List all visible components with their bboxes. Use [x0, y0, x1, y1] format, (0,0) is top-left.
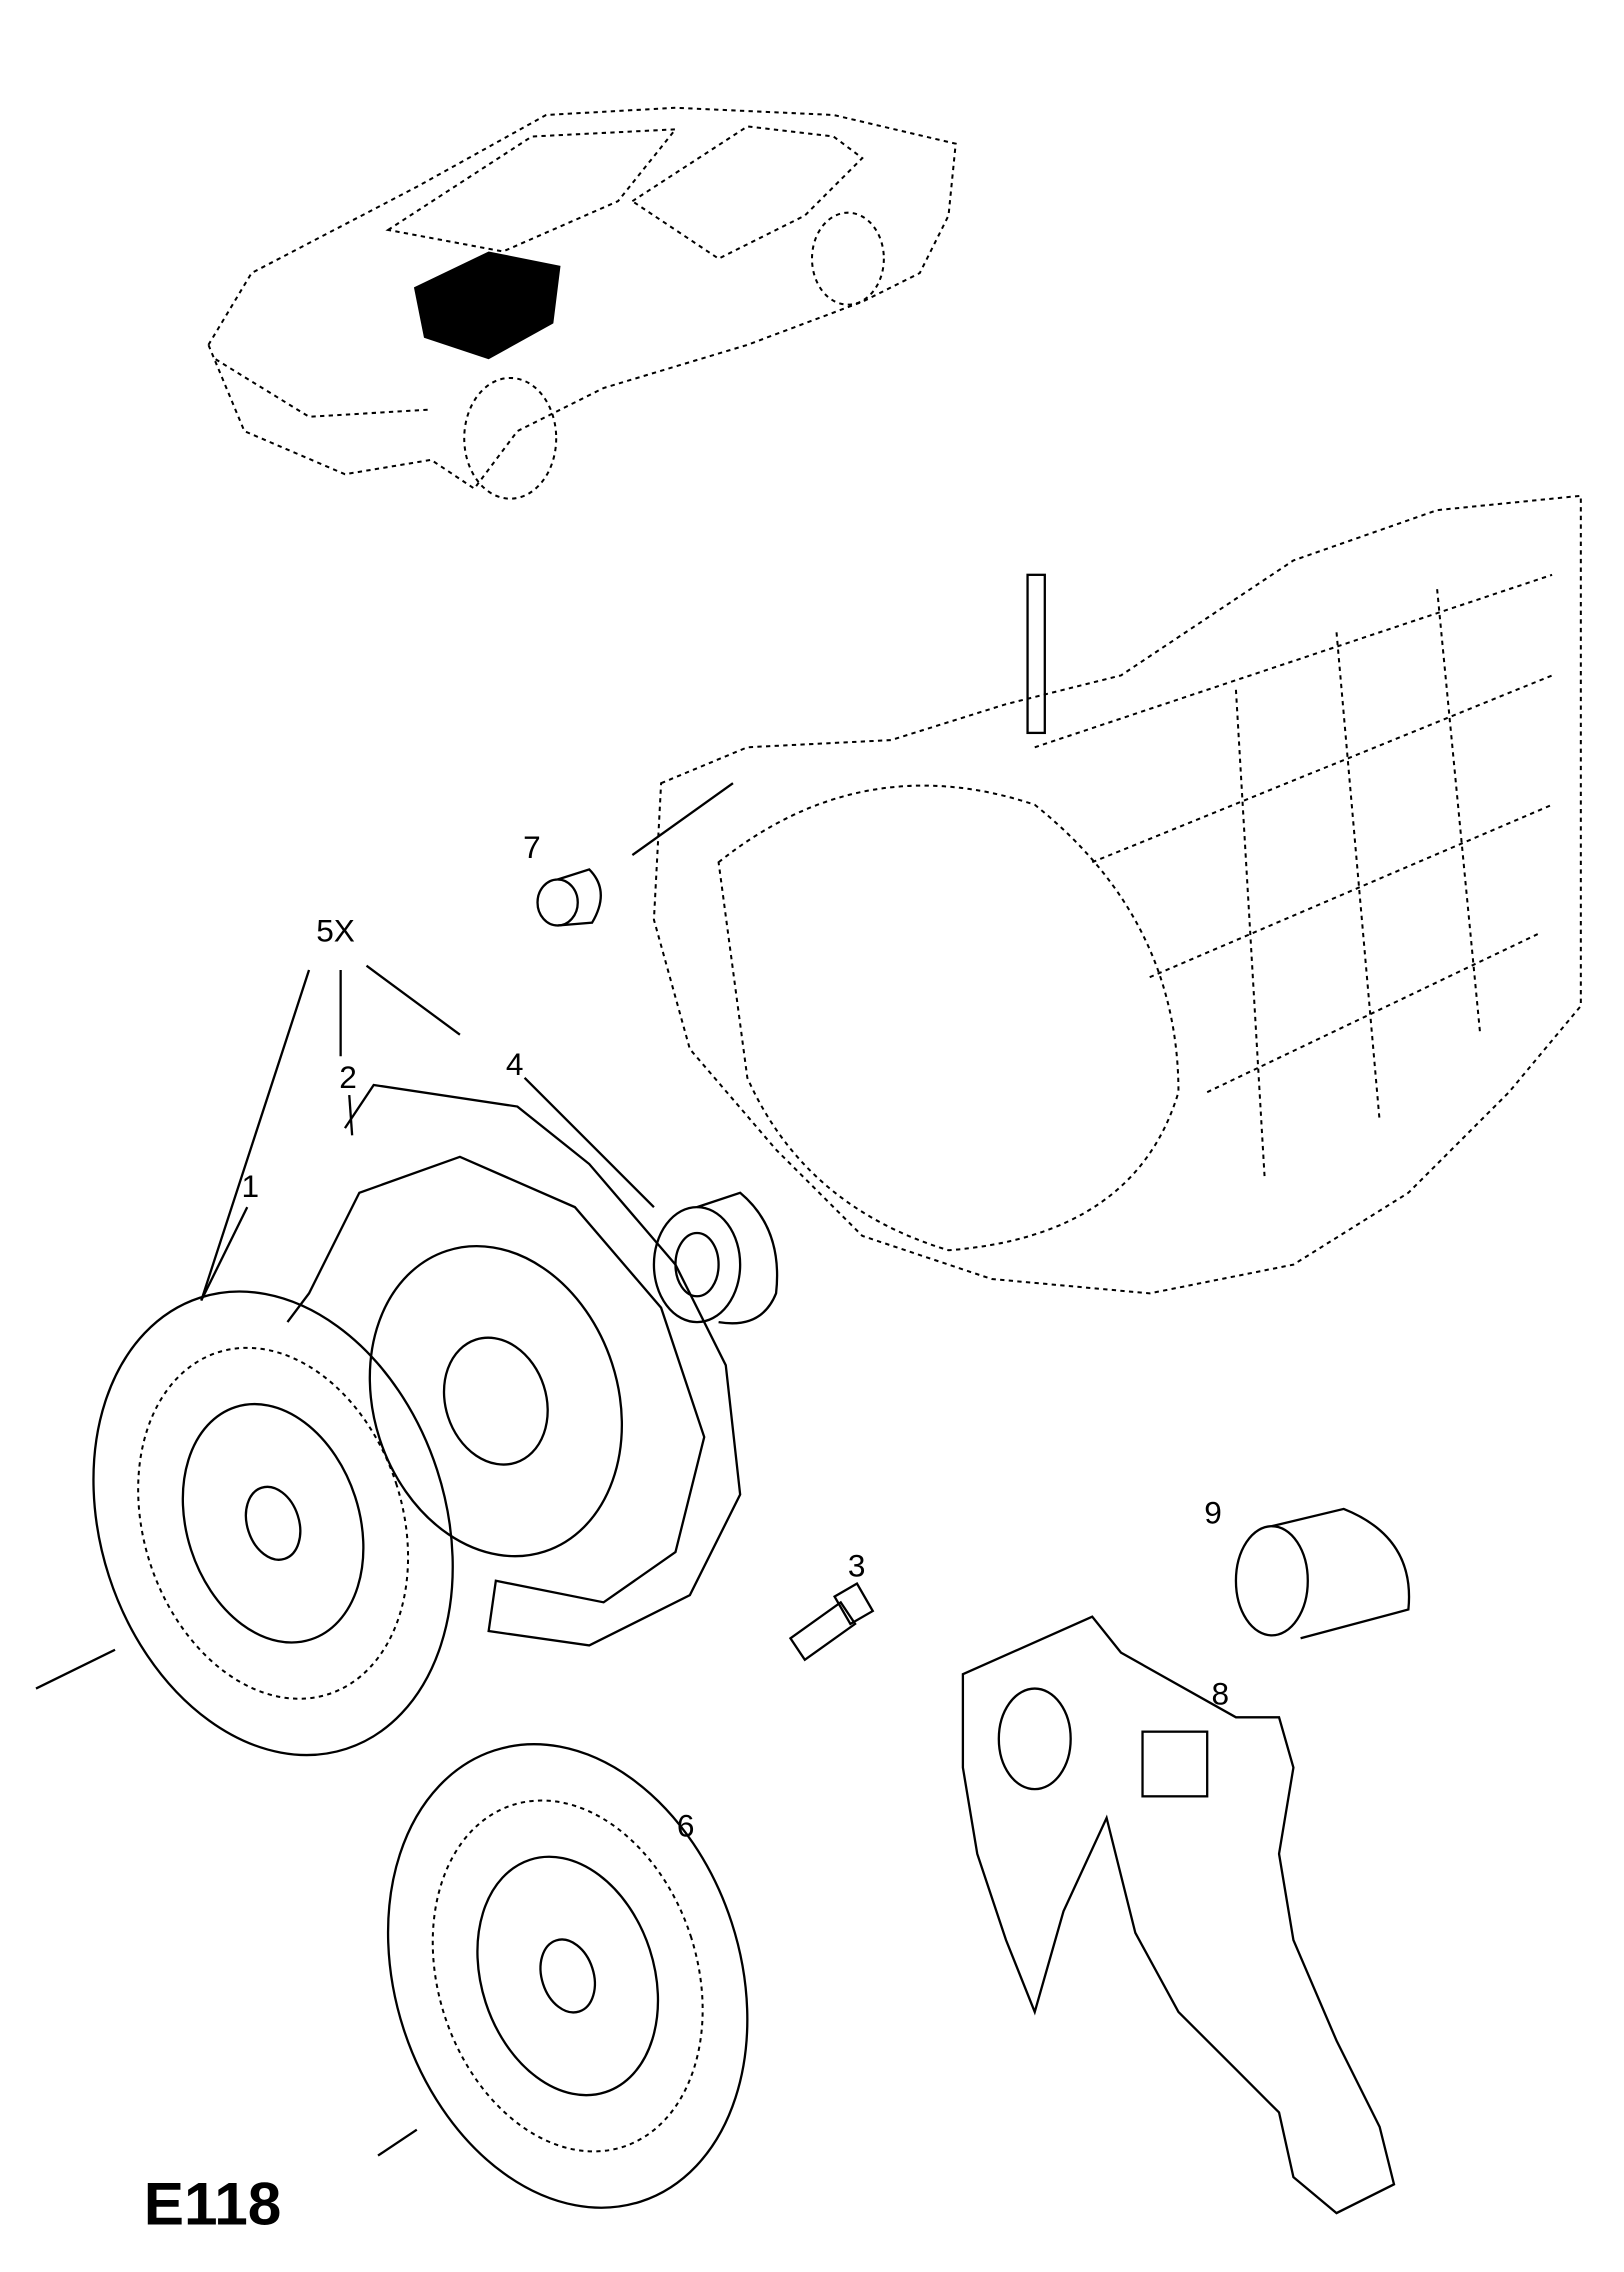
callout-9: 9: [1204, 1494, 1222, 1530]
callout-7: 7: [523, 829, 541, 865]
part-1-clutch-disc: [92, 1290, 454, 1757]
transmission-housing: [631, 494, 1582, 1295]
part-4-release-bearing: [652, 1191, 779, 1325]
part-9-bearing: [1234, 1507, 1411, 1640]
callout-5x: 5X: [316, 912, 355, 948]
part-3-bolt: [788, 1582, 875, 1662]
part-2-pressure-plate: [286, 1083, 742, 1647]
part-7-pilot-bearing: [536, 868, 602, 927]
callout-1: 1: [241, 1168, 259, 1204]
part-6-clutch-disc: [386, 1743, 749, 2209]
callout-4: 4: [506, 1046, 524, 1082]
part-8-intermediate-plate: [961, 1615, 1396, 2215]
transmission-highlight: [413, 251, 561, 360]
car-illustration: [207, 106, 957, 500]
callout-2: 2: [339, 1059, 357, 1095]
leader-lines: [35, 964, 655, 2157]
callout-8: 8: [1212, 1675, 1230, 1711]
callout-6: 6: [677, 1808, 695, 1844]
callout-3: 3: [848, 1547, 866, 1583]
diagram-code: E118: [144, 2170, 282, 2238]
